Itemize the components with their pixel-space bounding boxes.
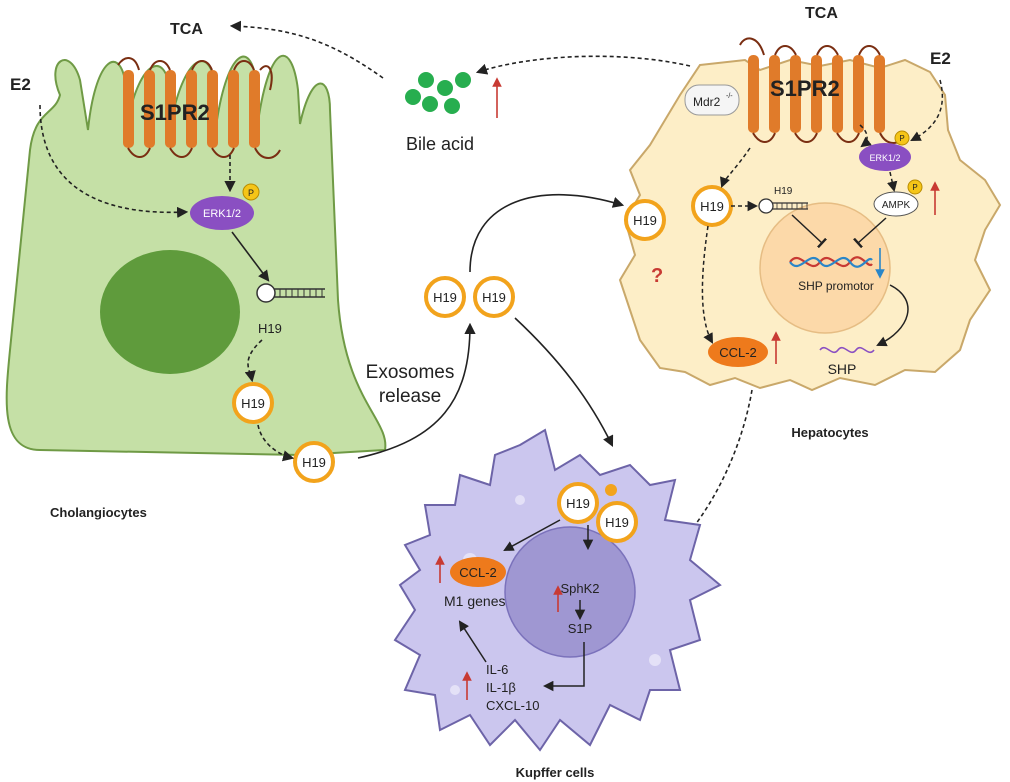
shp-label: SHP xyxy=(828,361,857,377)
cholangiocyte-cell xyxy=(5,54,387,457)
phospho-badge-erk-right xyxy=(894,130,910,146)
phospho-label-erk-right: P xyxy=(899,134,904,143)
tca-label-right: TCA xyxy=(805,5,838,22)
mdr2-superscript: -/- xyxy=(726,93,733,100)
hepatocyte-arrows xyxy=(701,79,944,347)
exosomes-release-line2: release xyxy=(379,386,441,407)
e2-label-left: E2 xyxy=(10,75,31,94)
shp-mrna xyxy=(819,346,875,354)
h19-exosome-release: H19 xyxy=(293,441,335,483)
mdr2-label: Mdr2 xyxy=(693,95,721,109)
dna-helix xyxy=(789,256,873,268)
il6-label: IL-6 xyxy=(486,662,508,677)
h19-rna-hairpin-left xyxy=(256,283,325,303)
erk-label-left: ERK1/2 xyxy=(203,208,241,220)
s1pr2-receptor-left: S1PR2 xyxy=(117,57,281,159)
mdr2-badge: Mdr2 -/- xyxy=(684,84,740,116)
svg-text:H19: H19 xyxy=(433,290,457,305)
h19-exosome-kupffer-1: H19 xyxy=(557,482,599,524)
bile-acid-cluster xyxy=(405,72,471,114)
svg-text:CCL-2: CCL-2 xyxy=(459,565,497,580)
phospho-label-left: P xyxy=(248,188,254,198)
cholangiocyte-nucleus xyxy=(100,250,240,374)
h19-rna-hairpin-right xyxy=(758,198,808,214)
h19-exosome-kupffer-2: H19 xyxy=(596,501,638,543)
kupffer-vesicle xyxy=(649,654,661,666)
hepatocytes-label: Hepatocytes xyxy=(791,425,868,440)
s1p-label: S1P xyxy=(568,621,593,636)
svg-text:H19: H19 xyxy=(633,213,657,228)
cholangiocytes-label: Cholangiocytes xyxy=(50,505,147,520)
svg-text:H19: H19 xyxy=(566,496,590,511)
s1pr2-receptor-right: S1PR2 xyxy=(739,37,906,144)
ampk-label: AMPK xyxy=(882,200,911,211)
tca-label-left: TCA xyxy=(170,21,203,38)
h19-text-left: H19 xyxy=(258,321,282,336)
s1pr2-label-right: S1PR2 xyxy=(770,76,840,101)
ccl2-kupffer: CCL-2 xyxy=(450,557,506,587)
s1pr2-label-left: S1PR2 xyxy=(140,100,210,125)
svg-text:H19: H19 xyxy=(302,455,326,470)
h19-exosome-middle-1: H19 xyxy=(424,276,466,318)
e2-label-right: E2 xyxy=(930,49,951,68)
hepatocyte-cell xyxy=(618,58,1002,392)
kupffer-vesicle xyxy=(515,495,525,505)
kupffer-vesicle xyxy=(450,685,460,695)
svg-text:H19: H19 xyxy=(605,515,629,530)
svg-text:H19: H19 xyxy=(700,199,724,214)
phospho-label-ampk: P xyxy=(912,183,917,192)
cholangiocyte-arrows xyxy=(39,20,384,462)
il1b-label: IL-1β xyxy=(486,680,516,695)
h19-exosome-hepatocyte: H19 xyxy=(691,185,733,227)
exosomes-release-line1: Exosomes xyxy=(366,362,455,383)
erk-right xyxy=(859,143,911,171)
h19-exosome-hepatocyte-entry: H19 xyxy=(624,199,666,241)
svg-text:H19: H19 xyxy=(241,396,265,411)
erk-label-right: ERK1/2 xyxy=(869,153,900,163)
kupffer-label: Kupffer cells xyxy=(516,765,595,780)
kupffer-arrows xyxy=(458,519,594,692)
shp-promotor-label: SHP promotor xyxy=(798,279,874,293)
bile-acid-label: Bile acid xyxy=(406,134,474,154)
small-exosome xyxy=(605,484,617,496)
h19-text-right: H19 xyxy=(774,186,793,197)
erk-left xyxy=(190,196,254,230)
phospho-badge-left xyxy=(242,183,260,201)
arrow-to-bile-acid xyxy=(475,55,691,75)
sphk2-label: SphK2 xyxy=(560,581,599,596)
hepatocyte-nucleus xyxy=(759,202,891,334)
question-mark: ? xyxy=(651,265,663,287)
svg-text:CCL-2: CCL-2 xyxy=(719,345,757,360)
h19-exosome-middle-2: H19 xyxy=(473,276,515,318)
ccl2-hepatocyte: CCL-2 xyxy=(708,337,768,367)
phospho-badge-ampk xyxy=(907,179,923,195)
cxcl10-label: CXCL-10 xyxy=(486,698,539,713)
m1-genes-label: M1 genes xyxy=(444,593,505,609)
h19-exosome-cholangiocyte: H19 xyxy=(232,382,274,424)
kupffer-nucleus xyxy=(504,526,636,658)
svg-text:H19: H19 xyxy=(482,290,506,305)
